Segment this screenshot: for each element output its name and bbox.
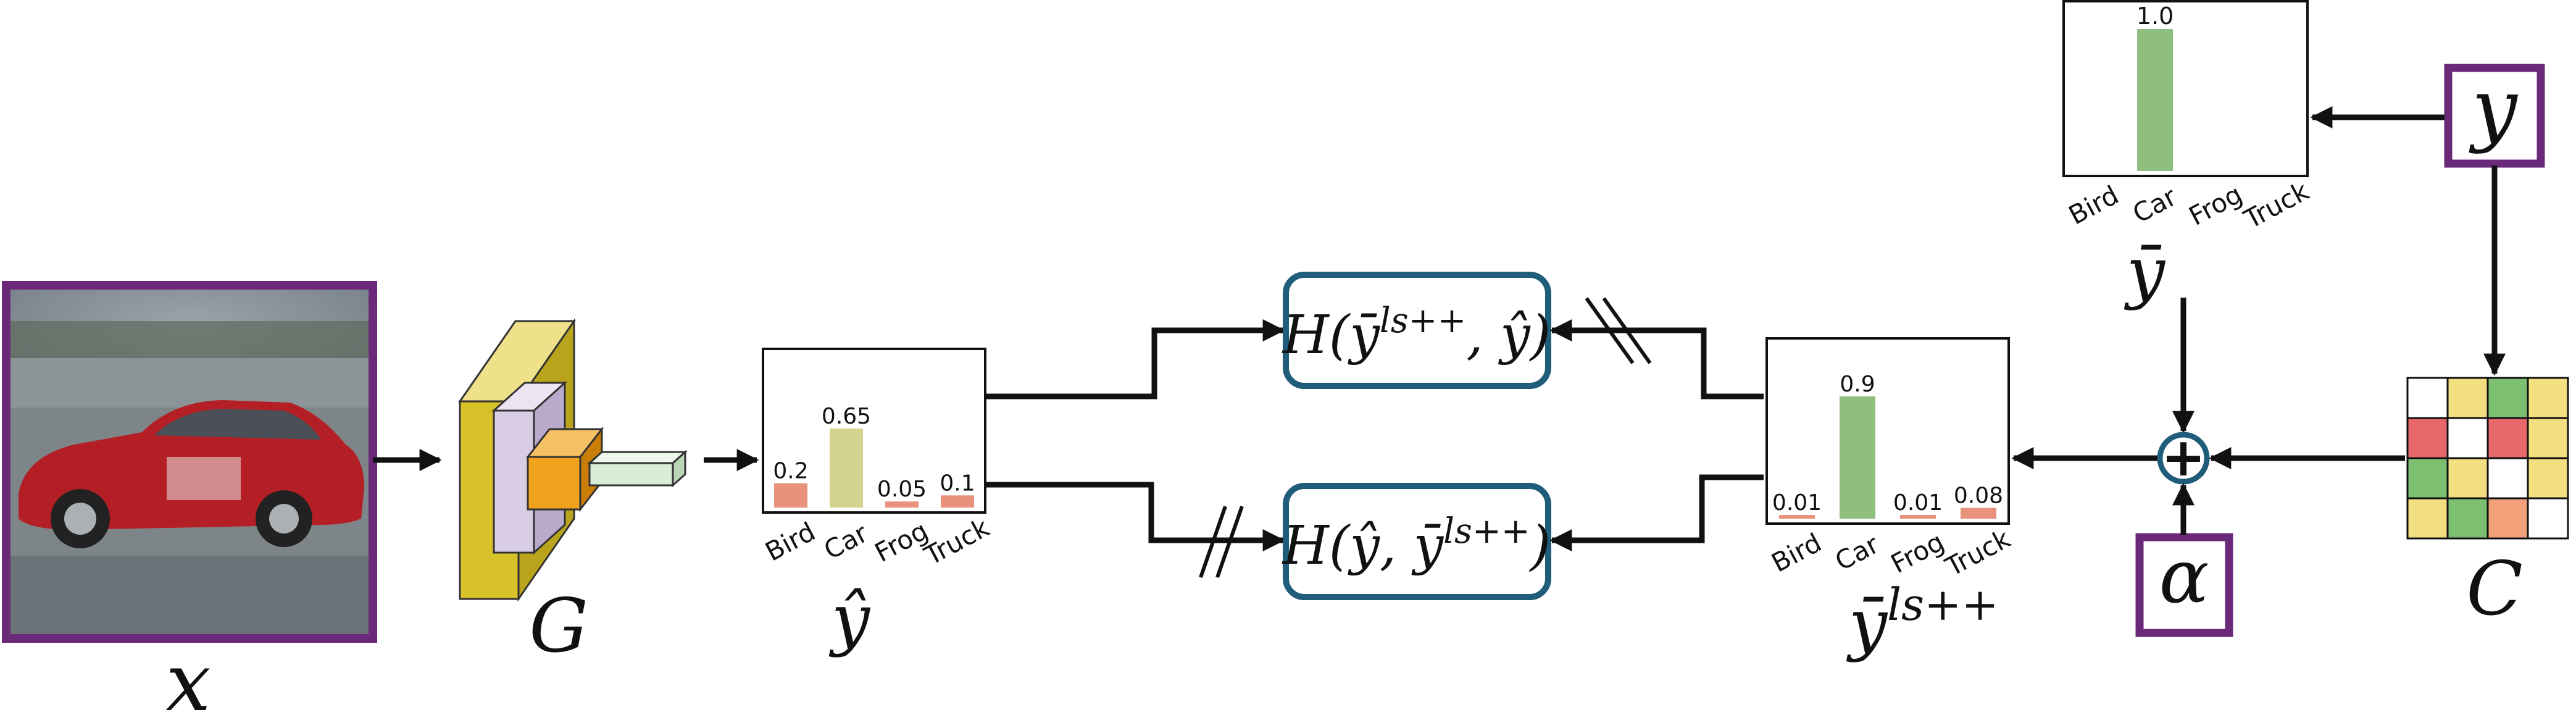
loss-bottom-suffix: )	[1529, 515, 1551, 577]
chart-y-ls-frame	[1765, 337, 2010, 525]
matrix-cell	[2527, 457, 2569, 500]
input-image	[2, 281, 377, 643]
label-G: G	[529, 584, 588, 669]
loss-bottom-box: H(ŷ, ȳls++)	[1282, 483, 1551, 600]
matrix-cell	[2446, 497, 2489, 540]
stop-gradient-mark-bottom	[1199, 506, 1244, 578]
loss-top-suffix: , ŷ)	[1466, 304, 1551, 366]
chart-value-label: 0.2	[773, 459, 808, 484]
stop-gradient-mark-top	[1585, 297, 1652, 364]
arrow-yls-to-loss-bottom	[1549, 474, 1764, 551]
chart-value-label: 0.65	[822, 404, 871, 429]
arrow-yhat-to-loss-bottom	[985, 482, 1285, 551]
label-y-ls-sup: ls++	[1887, 579, 1999, 630]
chart-value-label: 1.0	[2136, 2, 2174, 30]
alpha-label-box: α	[2135, 533, 2233, 637]
matrix-cell	[2406, 377, 2449, 419]
mixing-operator: +	[2157, 427, 2210, 488]
label-y-bar: ȳ	[2124, 232, 2166, 311]
chart-value-label: 0.05	[877, 477, 927, 502]
chart-value-label: 0.1	[940, 471, 975, 496]
label-y-ls-base: ȳ	[1846, 584, 1888, 663]
chart-bar	[774, 483, 807, 508]
chart-tick-label: Bird	[1767, 527, 1827, 579]
mixing-plus-sign: +	[2161, 427, 2206, 488]
chart-bar	[1779, 515, 1815, 519]
chart-bar	[830, 428, 863, 508]
label-y-ls: ȳls++	[1846, 579, 1999, 663]
loss-bottom-prefix: H(ŷ, ȳ	[1282, 515, 1444, 577]
arrow-yhat-to-loss-top	[985, 319, 1285, 400]
loss-bottom-sup: ls++	[1443, 511, 1530, 551]
chart-tick-label: Frog	[1886, 526, 1949, 579]
matrix-cell	[2486, 497, 2529, 540]
arrow-yls-to-loss-top	[1549, 319, 1764, 400]
chart-bar	[885, 501, 919, 508]
matrix-cell	[2527, 377, 2569, 419]
svg-text:H(ŷ, ȳls++): H(ŷ, ȳls++)	[1282, 511, 1551, 577]
matrix-cell	[2406, 417, 2449, 459]
y-label-box: y	[2444, 61, 2545, 168]
chart-tick-label: Car	[1830, 529, 1885, 577]
label-C: C	[2466, 546, 2523, 632]
chart-bar	[1900, 515, 1936, 519]
chart-tick-label: Car	[819, 517, 873, 566]
loss-top-box: H(ȳls++, ŷ)	[1282, 272, 1551, 389]
matrix-cell	[2527, 417, 2569, 459]
matrix-cell	[2527, 497, 2569, 540]
chart-value-label: 0.01	[1772, 490, 1822, 516]
chart-value-label: 0.08	[1954, 483, 2003, 508]
chart-tick-label: Truck	[2239, 175, 2314, 235]
label-y-hat: ŷ	[828, 579, 871, 658]
red-car-illustration	[19, 400, 364, 548]
svg-text:H(ȳls++, ŷ): H(ȳls++, ŷ)	[1282, 301, 1551, 366]
chart-tick-label: Bird	[761, 516, 820, 567]
chart-value-label: 0.01	[1893, 490, 1943, 516]
matrix-cell	[2406, 457, 2449, 500]
chart-tick-label: Car	[2128, 181, 2182, 229]
chart-bar	[2137, 29, 2174, 171]
matrix-cell	[2446, 377, 2489, 419]
chart-value-label: 0.9	[1840, 372, 1875, 397]
matrix-cell	[2406, 497, 2449, 540]
chart-bar	[941, 495, 974, 508]
chart-tick-label: Truck	[919, 512, 994, 571]
label-alpha: α	[2159, 534, 2209, 620]
label-y: y	[2469, 61, 2518, 155]
chart-tick-label: Frog	[2184, 178, 2247, 231]
chart-bar	[1840, 396, 1875, 519]
matrix-cell	[2486, 417, 2529, 459]
chart-tick-label: Truck	[1940, 523, 2015, 582]
matrix-cell	[2446, 457, 2489, 500]
generator-block	[458, 318, 688, 602]
matrix-cell	[2486, 457, 2529, 500]
chart-bar	[1961, 508, 1996, 519]
loss-top-prefix: H(ȳ	[1282, 304, 1381, 366]
confusion-matrix	[2406, 377, 2569, 540]
label-x: x	[165, 635, 210, 728]
chart-y-bar-frame	[2062, 0, 2309, 177]
chart-tick-label: Bird	[2064, 180, 2124, 231]
matrix-cell	[2486, 377, 2529, 419]
loss-top-sup: ls++	[1380, 301, 1467, 341]
matrix-cell	[2446, 417, 2489, 459]
